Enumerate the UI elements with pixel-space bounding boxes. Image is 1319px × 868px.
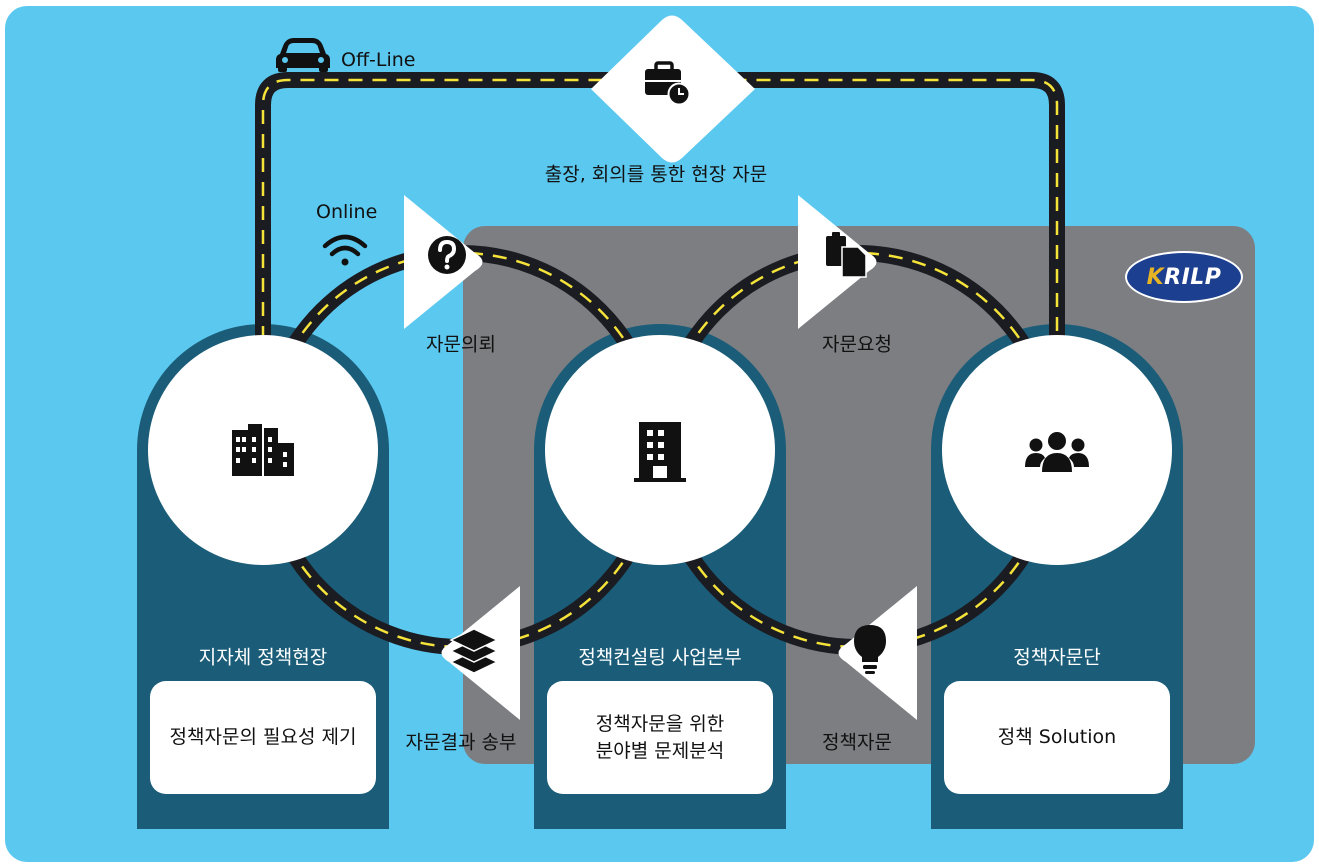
layers-icon (449, 628, 499, 674)
node-box-local-government: 정책자문의 필요성 제기 (150, 681, 376, 794)
offline-label: Off-Line (341, 49, 416, 71)
car-icon (276, 38, 330, 72)
node-circle-local-government (148, 335, 378, 565)
node-title-advisory-group: 정책자문단 (1013, 646, 1101, 669)
node-box-text-line-2: 분야별 문제분석 (595, 739, 725, 762)
node-box-text: 정책자문의 필요성 제기 (169, 726, 357, 748)
node-title-local-government: 지자체 정책현장 (198, 646, 328, 669)
clipboard-icon (826, 232, 867, 278)
lightbulb-icon (854, 625, 886, 674)
node-box-text-line-1: 정책자문을 위한 (595, 712, 725, 735)
ask-flow-label: 자문요청 (822, 333, 892, 356)
factory-icon (232, 424, 294, 476)
onsite-flow-label: 출장, 회의를 통한 현장 자문 (544, 163, 768, 186)
node-box-consulting-hq: 정책자문을 위한 분야별 문제분석 (547, 681, 773, 794)
result-flow-label: 자문결과 송부 (405, 731, 517, 754)
wifi-icon (322, 234, 368, 266)
people-group-icon (1025, 432, 1089, 472)
node-title-consulting-hq: 정책컨설팅 사업본부 (578, 646, 742, 669)
question-icon (428, 236, 466, 274)
briefcase-clock-icon (645, 61, 691, 106)
node-box-text: 정책 Solution (997, 726, 1117, 748)
request-flow-label: 자문의뢰 (426, 333, 496, 356)
office-building-icon (634, 422, 686, 482)
online-label: Online (316, 201, 378, 223)
node-box-advisory-group: 정책 Solution (944, 681, 1170, 794)
advice-flow-label: 정책자문 (822, 731, 892, 754)
